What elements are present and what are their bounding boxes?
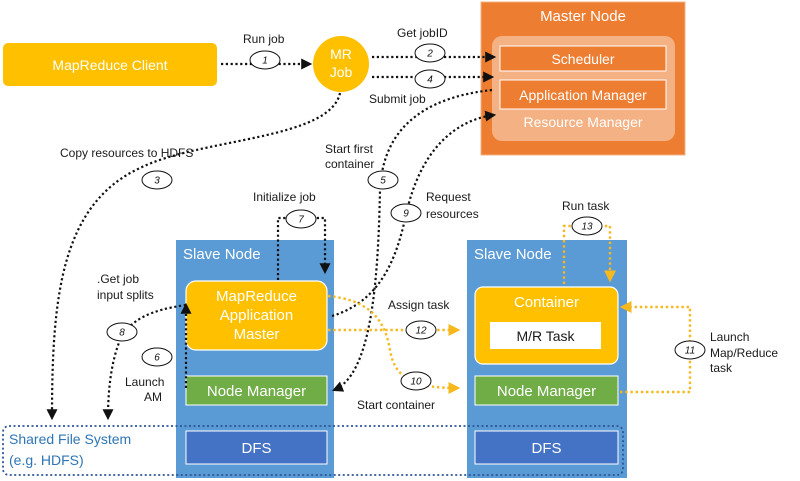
master-node: Master Node Scheduler Application Manage…: [480, 1, 686, 156]
shared-fs-line1: Shared File System: [9, 431, 131, 447]
step-label-4: Submit job: [369, 92, 426, 106]
application-manager-label: Application Manager: [519, 87, 647, 103]
step-num-10: 10: [410, 377, 422, 388]
mapreduce-client: MapReduce Client: [3, 43, 217, 86]
step-label-11-line2: Map/Reduce: [710, 346, 778, 360]
step-label-2: Get jobID: [397, 26, 448, 40]
arrow-step-7: [276, 216, 331, 280]
step-num-1: 1: [262, 56, 268, 67]
step-badge-9: 9: [390, 203, 422, 223]
step-num-12: 12: [415, 326, 427, 337]
step-badge-4: 4: [414, 69, 446, 89]
arrow-step-11: [619, 301, 692, 394]
step-num-9: 9: [403, 209, 409, 220]
app-master-line3: Master: [234, 326, 280, 343]
container-box: Container M/R Task: [474, 286, 619, 365]
step-num-3: 3: [154, 176, 160, 187]
step-label-6-line2: AM: [144, 390, 162, 404]
step-num-7: 7: [298, 215, 304, 226]
step-num-8: 8: [119, 328, 125, 339]
node-manager-1-label: Node Manager: [207, 383, 306, 400]
arrow-step-5: [331, 88, 493, 392]
step-num-13: 13: [581, 222, 593, 233]
step-label-11-line1: Launch: [710, 330, 749, 344]
arrow-step-13: [562, 224, 616, 284]
mr-job-line2: Job: [330, 64, 353, 80]
step-label-8-line2: input splits: [97, 288, 154, 302]
step-badge-8: 8: [106, 322, 138, 342]
shared-fs-line2: (e.g. HDFS): [9, 452, 84, 468]
step-num-2: 2: [426, 49, 433, 60]
slave-node-2: Slave Node Container M/R Task Node Manag…: [467, 240, 627, 478]
step-num-11: 11: [685, 346, 695, 357]
step-num-6: 6: [154, 353, 160, 364]
step-badge-12: 12: [405, 320, 437, 340]
step-badge-11: 11: [674, 340, 706, 360]
dfs-2-label: DFS: [532, 440, 562, 457]
step-badge-3: 3: [141, 170, 173, 190]
step-label-10: Start container: [357, 398, 435, 412]
step-num-4: 4: [427, 75, 433, 86]
step-badge-5: 5: [367, 170, 399, 190]
mapreduce-client-label: MapReduce Client: [52, 57, 167, 73]
scheduler-box: Scheduler: [499, 45, 667, 72]
application-manager-box: Application Manager: [499, 79, 667, 110]
master-node-title: Master Node: [540, 8, 626, 25]
step-label-13: Run task: [562, 199, 610, 213]
step-label-5-line1: Start first: [325, 142, 374, 156]
step-badge-10: 10: [400, 371, 432, 391]
scheduler-label: Scheduler: [551, 51, 614, 67]
step-label-1: Run job: [243, 32, 285, 46]
app-master-box: MapReduce Application Master: [185, 280, 328, 351]
dfs-2: DFS: [474, 430, 619, 465]
container-label: Container: [514, 294, 579, 311]
slave-node-1-title: Slave Node: [183, 246, 261, 263]
step-badge-7: 7: [285, 209, 317, 229]
node-manager-1: Node Manager: [185, 375, 328, 406]
resource-manager-label: Resource Manager: [523, 114, 642, 130]
step-label-9-line2: resources: [426, 207, 479, 221]
node-manager-2-label: Node Manager: [497, 383, 596, 400]
app-master-line2: Application: [220, 307, 293, 324]
app-master-line1: MapReduce: [216, 288, 297, 305]
step-badge-6: 6: [141, 347, 173, 367]
node-manager-2: Node Manager: [474, 375, 619, 406]
step-label-8-line1: .Get job: [97, 272, 139, 286]
step-label-3: Copy resources to HDFS: [60, 146, 193, 160]
step-label-9-line1: Request: [426, 190, 471, 204]
step-label-12: Assign task: [388, 298, 450, 312]
mr-job: MR Job: [313, 36, 369, 92]
dfs-1: DFS: [185, 430, 328, 465]
mr-task-label: M/R Task: [516, 328, 575, 344]
shared-file-system: Shared File System (e.g. HDFS): [2, 425, 624, 476]
step-label-6-line1: Launch: [125, 375, 164, 389]
dfs-1-label: DFS: [242, 440, 272, 457]
step-badge-13: 13: [571, 216, 603, 236]
step-label-7: Initialize job: [253, 190, 316, 204]
slave-node-1: Slave Node MapReduce Application Master …: [176, 240, 334, 478]
slave-node-2-title: Slave Node: [474, 246, 552, 263]
mr-job-line1: MR: [330, 46, 352, 62]
step-badge-1: 1: [249, 50, 281, 70]
step-label-5-line2: container: [325, 157, 374, 171]
step-label-11-line3: task: [710, 361, 733, 375]
step-badge-2: 2: [414, 43, 446, 63]
step-num-5: 5: [380, 176, 386, 187]
